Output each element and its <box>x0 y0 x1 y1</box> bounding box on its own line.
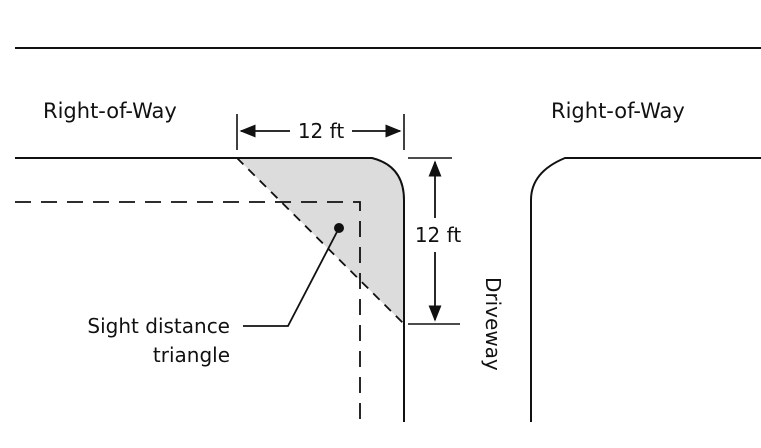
triangle-hypotenuse <box>236 157 405 325</box>
driveway-label: Driveway <box>481 277 505 371</box>
dim-horizontal-label: 12 ft <box>298 119 344 143</box>
sight-label-line1: Sight distance <box>87 314 230 338</box>
setback-dashed-line <box>15 201 361 422</box>
row-label-left: Right-of-Way <box>43 99 177 123</box>
dim-vertical-label: 12 ft <box>415 223 461 247</box>
left-row-line <box>15 157 405 422</box>
right-row-line <box>530 157 761 422</box>
sight-label-line2: triangle <box>153 343 230 367</box>
callout-leader <box>243 227 340 327</box>
row-label-right: Right-of-Way <box>551 99 685 123</box>
